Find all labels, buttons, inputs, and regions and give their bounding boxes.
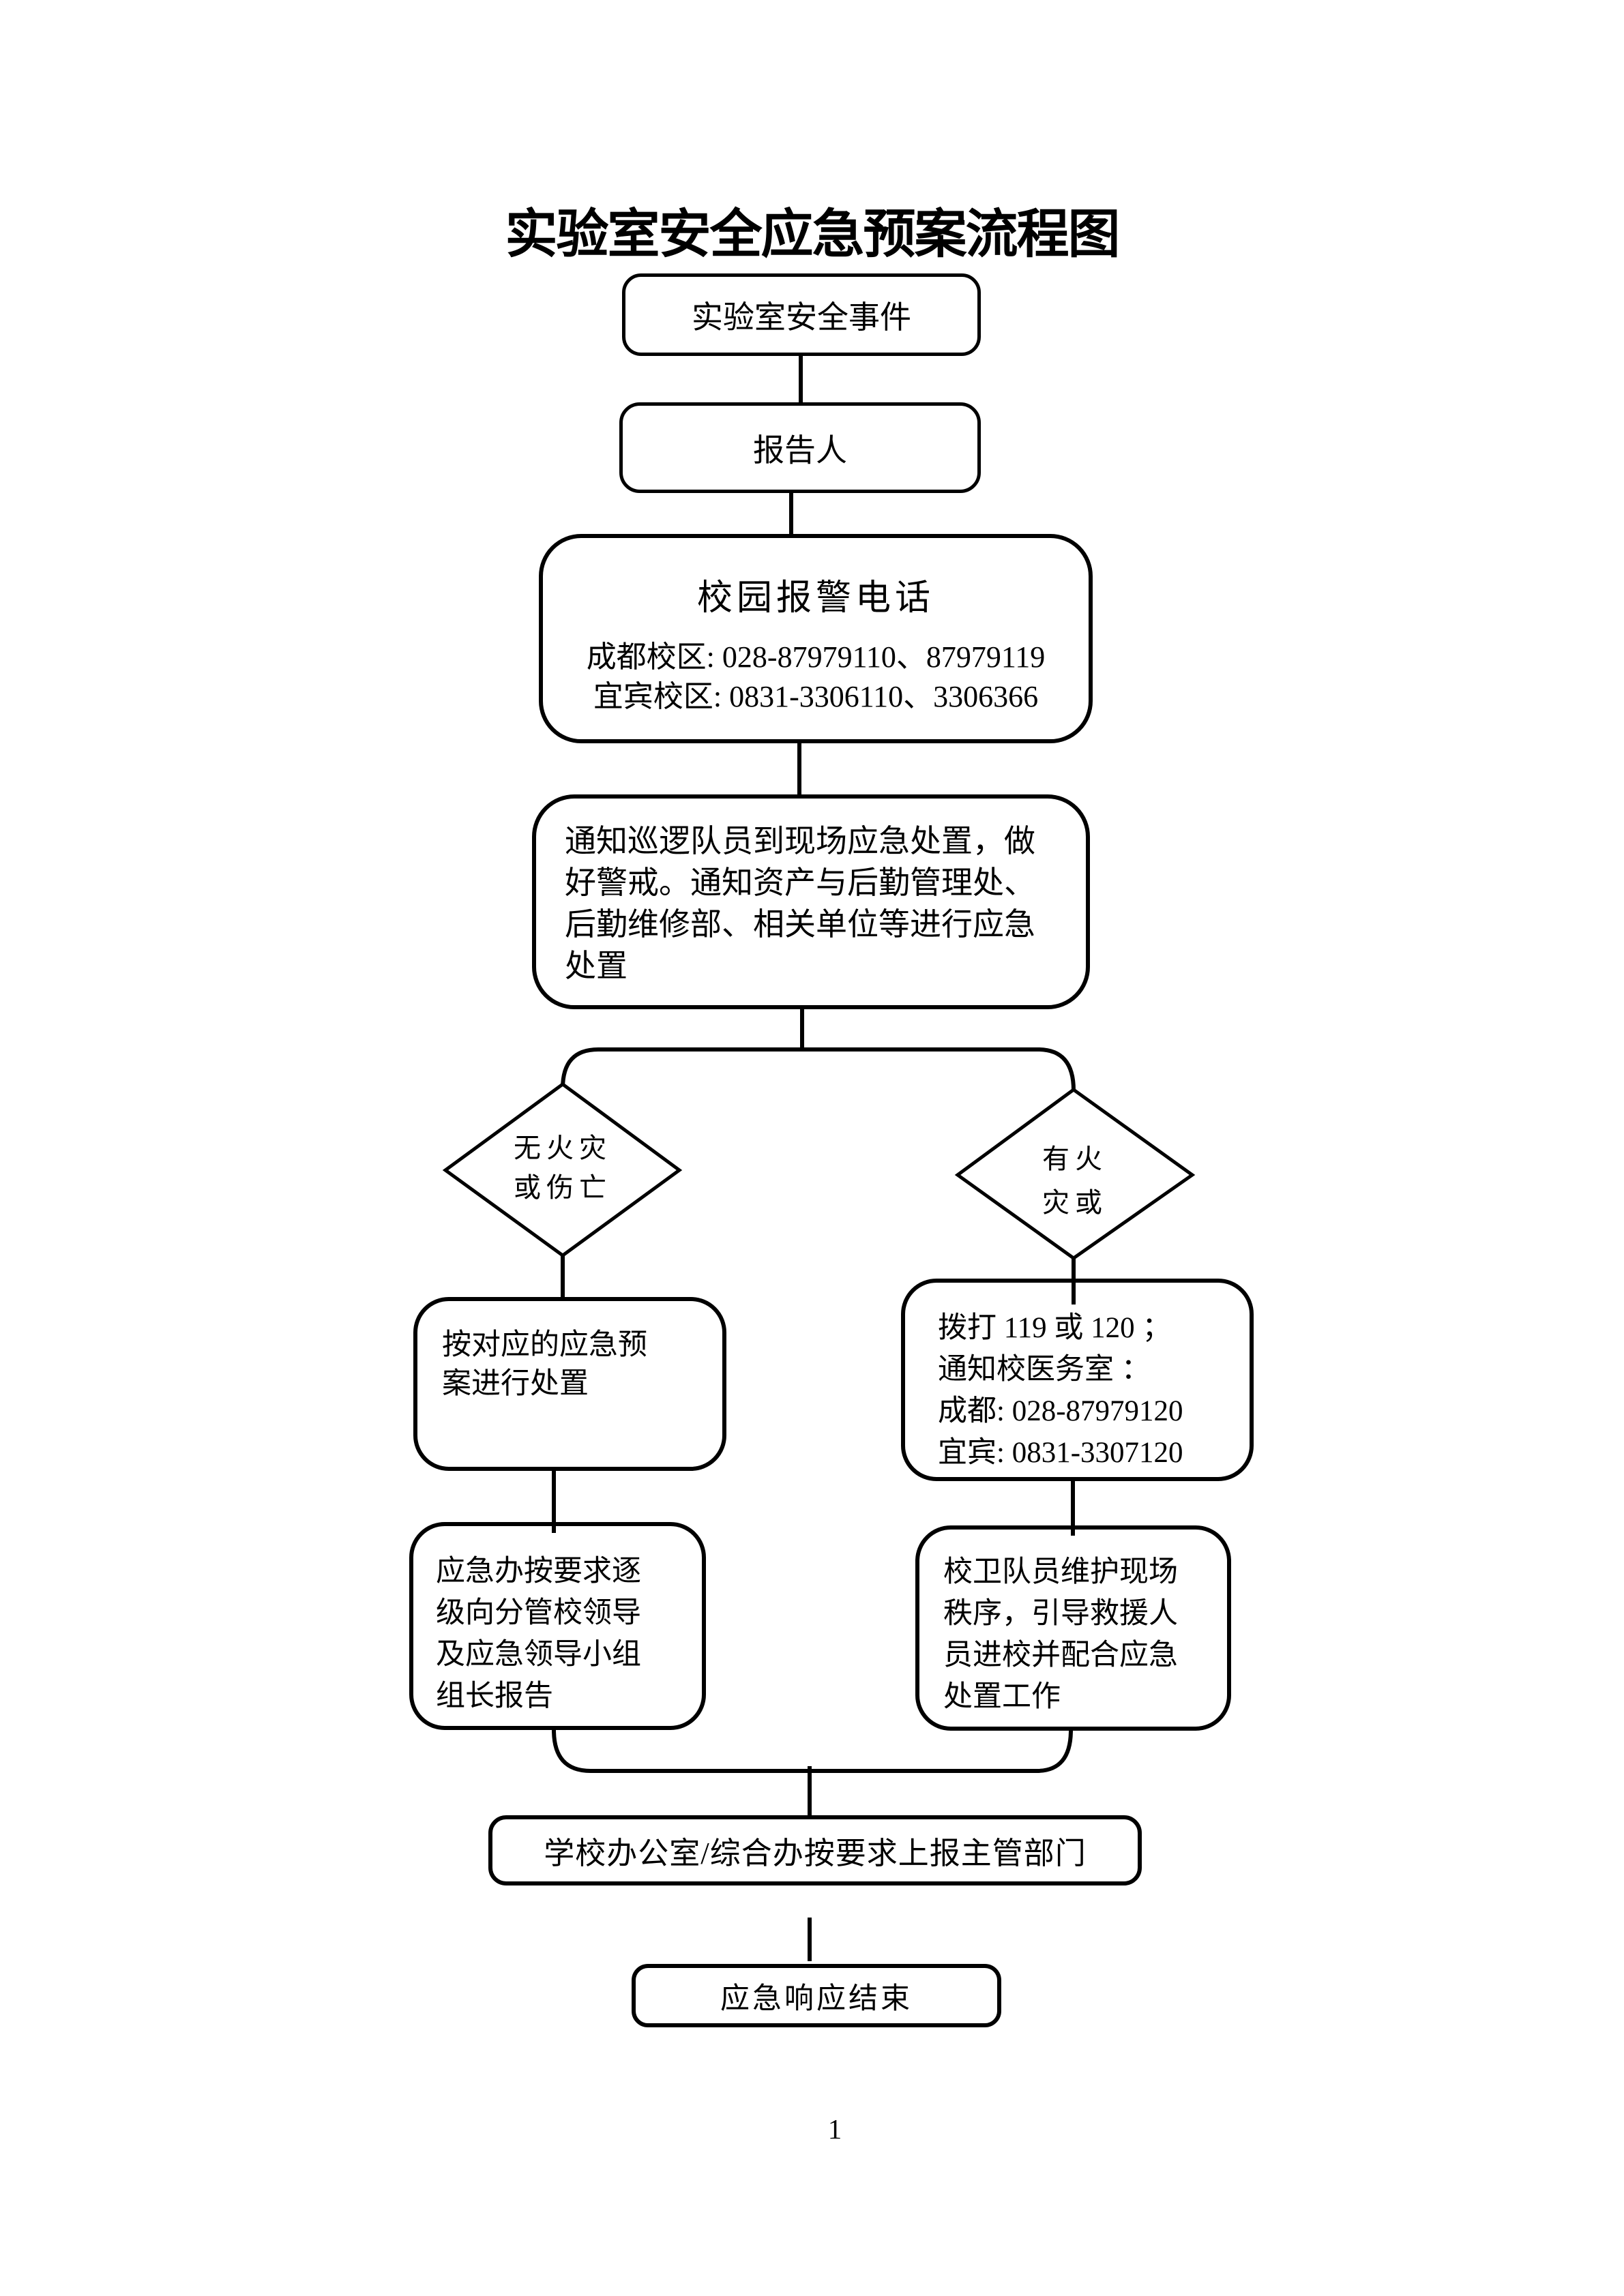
node-notify-patrol: 通知巡逻队员到现场应急处置，做 好警戒。通知资产与后勤管理处、 后勤维修部、相关… [532,794,1090,1009]
text-line: 后勤维修部、相关单位等进行应急 [565,907,1035,942]
decision-no-fire-label: 无火灾 或伤亡 [445,1129,680,1208]
node-campus-alarm-phone: 校园报警电话 成都校区: 028-87979110、87979119 宜宾校区:… [539,534,1093,743]
text-line: 处置工作 [943,1681,1061,1713]
connector-merge-branch [552,1729,1073,1773]
node-title: 校园报警电话 [696,579,934,618]
text-line: 好警戒。通知资产与后勤管理处、 [565,865,1035,900]
phone-line-yibin: 宜宾校区: 0831-3306110、3306366 [593,680,1039,713]
node-label: 实验室安全事件 [692,299,911,335]
text-line: 及应急领导小组 [436,1639,641,1671]
text-line: 按对应的应急预 [442,1329,647,1361]
text-line: 拨打 119 或 120 ； [938,1312,1172,1344]
node-label: 应急响应结束 [720,1982,913,2015]
text-line: 员进校并配合应急 [943,1639,1178,1671]
node-text: 通知巡逻队员到现场应急处置，做 好警戒。通知资产与后勤管理处、 后勤维修部、相关… [536,799,1086,987]
text-line: 无火灾 [514,1133,612,1163]
connector-fork-branch [561,1047,1076,1091]
node-text: 应急办按要求逐 级向分管校领导 及应急领导小组 组长报告 [413,1526,702,1717]
phone-line-chengdu: 成都校区: 028-87979110、87979119 [586,640,1046,674]
node-office-report-authorities: 学校办公室/综合办按要求上报主管部门 [488,1815,1142,1885]
text-line: 通知巡逻队员到现场应急处置，做 [565,824,1035,859]
text-line: 通知校医务室 ： [938,1354,1151,1386]
text-line: 秩序，引导救援人 [943,1598,1178,1630]
text-line: 校卫队员维护现场 [943,1556,1178,1588]
text-line: 或伤亡 [514,1172,612,1203]
text-line: 宜宾: 0831-3307120 [938,1437,1183,1469]
node-apply-emergency-plan: 按对应的应急预 案进行处置 [413,1297,726,1471]
text-line: 应急办按要求逐 [436,1555,641,1587]
node-text: 拨打 119 或 120 ； 通知校医务室 ： 成都: 028-87979120… [905,1283,1250,1474]
node-report-to-leaders: 应急办按要求逐 级向分管校领导 及应急领导小组 组长报告 [409,1522,706,1730]
text-line: 灾或 [1042,1187,1108,1218]
node-label: 学校办公室/综合办按要求上报主管部门 [544,1836,1087,1870]
node-text: 按对应的应急预 案进行处置 [417,1301,722,1403]
node-label: 报告人 [753,432,847,468]
node-emergency-response-end: 应急响应结束 [632,1964,1001,2027]
decision-fire-label: 有火 灾或 [958,1137,1192,1225]
text-line: 案进行处置 [442,1368,589,1400]
page-number: 1 [827,2113,842,2145]
phone-numbers: 成都校区: 028-87979110、87979119 宜宾校区: 0831-3… [543,638,1089,717]
node-guards-maintain-order: 校卫队员维护现场 秩序，引导救援人 员进校并配合应急 处置工作 [915,1525,1231,1731]
page-title: 实验室安全应急预案流程图 [505,205,1121,264]
node-reporter: 报告人 [619,402,981,493]
node-call-119-120: 拨打 119 或 120 ； 通知校医务室 ： 成都: 028-87979120… [901,1279,1254,1481]
node-text: 校卫队员维护现场 秩序，引导救援人 员进校并配合应急 处置工作 [919,1530,1227,1718]
text-line: 成都: 028-87979120 [938,1395,1183,1427]
text-line: 处置 [565,949,628,983]
node-lab-safety-incident: 实验室安全事件 [622,273,981,356]
text-line: 组长报告 [436,1680,553,1712]
text-line: 级向分管校领导 [436,1597,641,1629]
text-line: 有火 [1042,1144,1108,1174]
